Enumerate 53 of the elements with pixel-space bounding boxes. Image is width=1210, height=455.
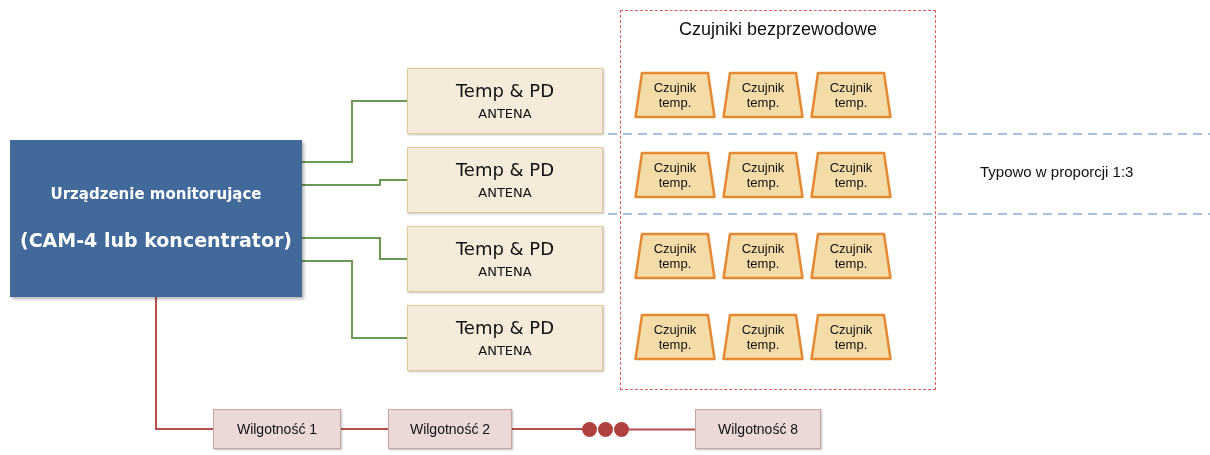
antenna-label: ANTENA — [478, 264, 532, 281]
dashed-group-frame — [620, 10, 936, 390]
device-title: Urządzenie monitorujące — [50, 184, 262, 205]
antenna-box — [407, 305, 603, 371]
sensor-trapezoid — [634, 71, 716, 119]
humidity-sensor-box: Wilgotność 1 — [213, 409, 341, 449]
device-subtitle: (CAM-4 lub koncentrator) — [19, 227, 293, 253]
sensor-label: Czujnik temp. — [740, 241, 786, 271]
connector-line — [628, 428, 696, 431]
sensor-trapezoid — [810, 232, 892, 280]
sensor-trapezoid — [634, 313, 716, 361]
humidity-sensor-box: Wilgotność 2 — [388, 409, 512, 449]
humidity-sensor-box: Wilgotność 8 — [695, 409, 821, 449]
sensor-trapezoid — [634, 151, 716, 199]
antenna-box — [407, 68, 603, 134]
ratio-note: Typowo w proporcji 1:3 — [980, 162, 1134, 182]
sensor-label: Czujnik temp. — [740, 322, 786, 352]
monitoring-device-box — [10, 140, 302, 297]
antenna-title: Temp & PD — [455, 237, 555, 261]
sensor-label: Czujnik temp. — [828, 241, 874, 271]
connector-line — [301, 237, 408, 260]
antenna-label: ANTENA — [478, 343, 532, 360]
sensor-trapezoid — [810, 71, 892, 119]
sensor-trapezoid — [722, 71, 804, 119]
connector-line — [340, 428, 389, 430]
group-title: Czujniki bezprzewodowe — [677, 18, 879, 41]
sensor-trapezoid — [722, 151, 804, 199]
sensor-label: Czujnik temp. — [652, 80, 698, 110]
connector-line — [155, 296, 214, 430]
sensor-trapezoid — [722, 232, 804, 280]
connector-line — [301, 179, 408, 186]
sensor-label: Czujnik temp. — [652, 241, 698, 271]
sensor-label: Czujnik temp. — [740, 80, 786, 110]
sensor-label: Czujnik temp. — [828, 322, 874, 352]
connector-line — [511, 428, 583, 430]
antenna-box — [407, 226, 603, 292]
antenna-label: ANTENA — [478, 185, 532, 202]
sensor-label: Czujnik temp. — [740, 160, 786, 190]
antenna-box — [407, 147, 603, 213]
connector-line — [301, 260, 408, 339]
sensor-label: Czujnik temp. — [828, 80, 874, 110]
sensor-trapezoid — [810, 313, 892, 361]
antenna-label: ANTENA — [478, 106, 532, 123]
sensor-label: Czujnik temp. — [652, 160, 698, 190]
antenna-title: Temp & PD — [455, 158, 555, 182]
sensor-trapezoid — [722, 313, 804, 361]
sensor-label: Czujnik temp. — [828, 160, 874, 190]
sensor-trapezoid — [634, 232, 716, 280]
sensor-trapezoid — [810, 151, 892, 199]
antenna-title: Temp & PD — [455, 79, 555, 103]
antenna-title: Temp & PD — [455, 316, 555, 340]
sensor-label: Czujnik temp. — [652, 322, 698, 352]
connector-line — [301, 100, 408, 163]
